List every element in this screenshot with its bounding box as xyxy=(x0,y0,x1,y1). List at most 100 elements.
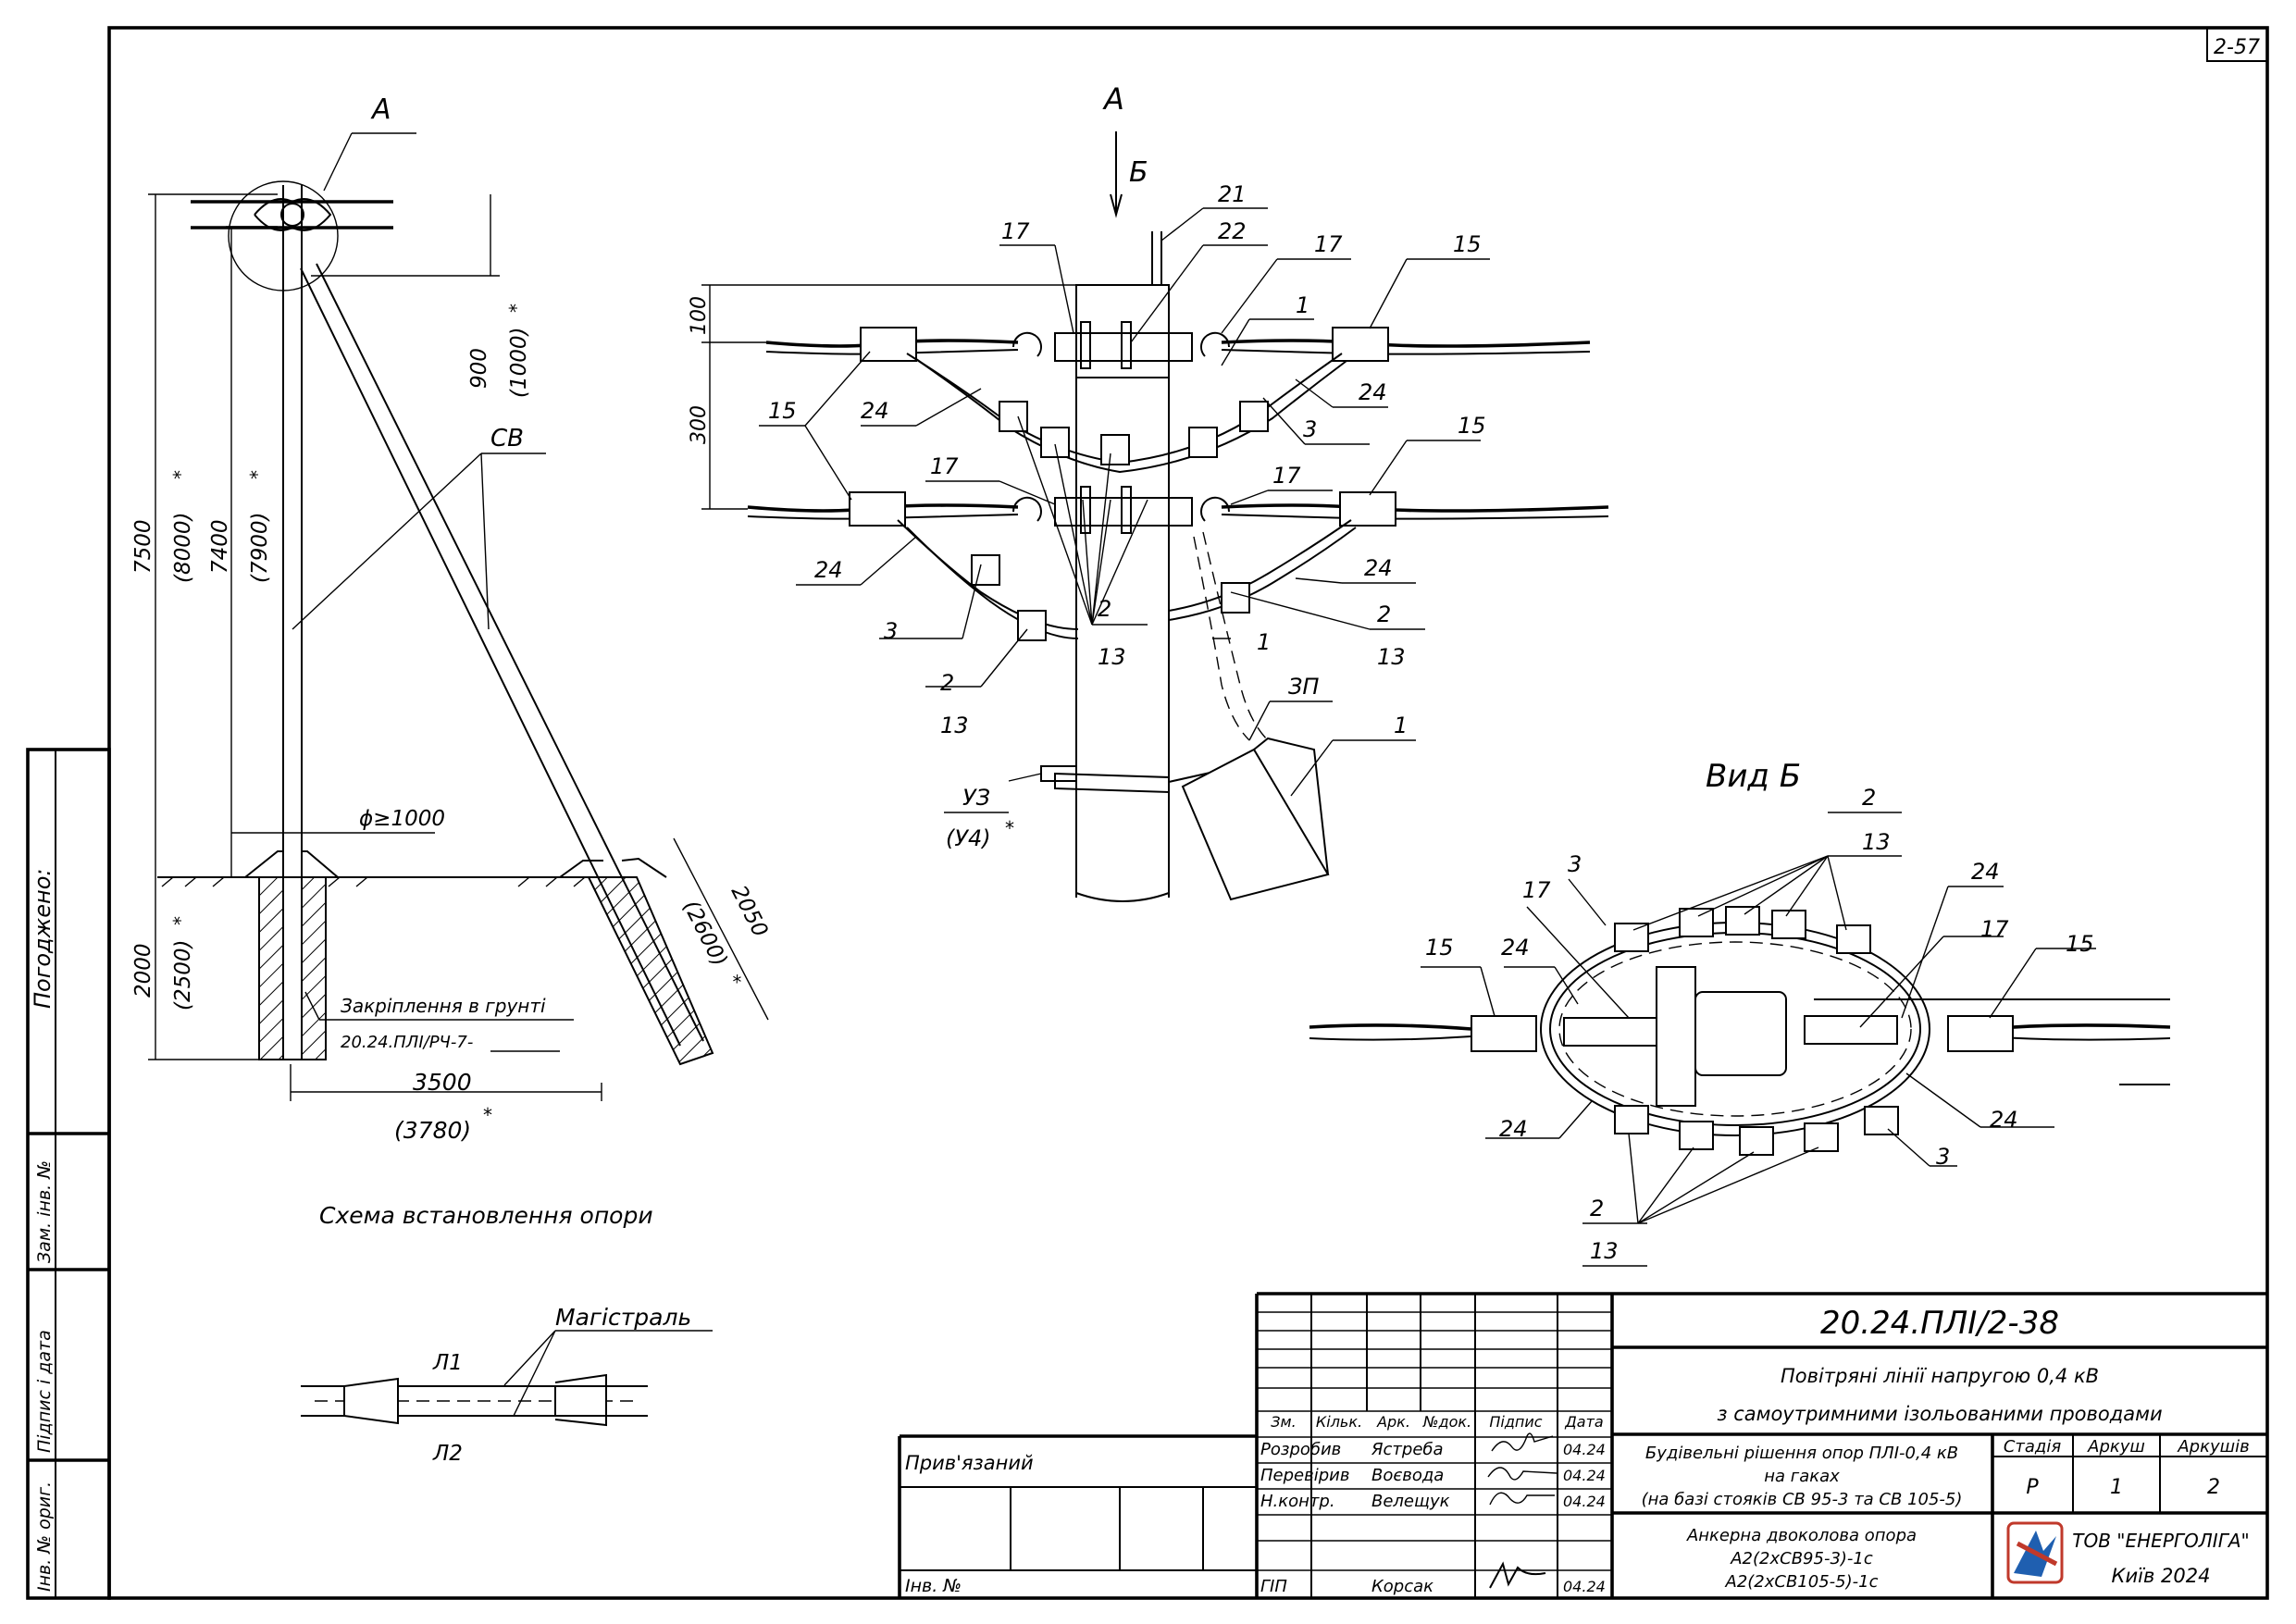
role-checker: Перевірив xyxy=(1260,1466,1349,1485)
sheets-header: Аркушів xyxy=(2177,1437,2249,1457)
signature-3 xyxy=(1489,1492,1555,1506)
vb-label-15-left: 15 xyxy=(1425,935,1454,961)
dim-1000: (1000) xyxy=(507,328,531,398)
plan-sketch: Магістраль Л1 Л2 xyxy=(301,1304,713,1466)
vb-label-17-right: 17 xyxy=(1980,916,2009,942)
label-15-b: 15 xyxy=(768,398,797,424)
sheet-value: 1 xyxy=(2110,1476,2123,1499)
label-1-b: 1 xyxy=(1257,629,1271,655)
label-3-b: 3 xyxy=(884,618,898,644)
label-zp: ЗП xyxy=(1288,674,1319,700)
title-block: Зм. Кільк. Арк. №док. Підпис Дата Розроб… xyxy=(898,1292,2267,1598)
date-normcontrol: 04.24 xyxy=(1563,1493,1606,1510)
vb-label-24-right-bottom: 24 xyxy=(1990,1107,2018,1133)
col-header-doc: №док. xyxy=(1422,1413,1471,1431)
dim-1000-star: * xyxy=(505,304,527,313)
label-2-b: 2 xyxy=(940,670,954,696)
inv-number-label: Інв. № xyxy=(905,1576,962,1596)
dim-2500-star: * xyxy=(169,916,192,925)
label-21: 21 xyxy=(1218,181,1247,207)
col-header-zm: Зм. xyxy=(1271,1413,1296,1431)
dim-2600-star: * xyxy=(723,971,747,989)
vb-label-13-top: 13 xyxy=(1862,829,1891,855)
label-17-a: 17 xyxy=(1001,218,1030,244)
detail-a-title: А xyxy=(1102,81,1124,117)
corner-label: 2-57 xyxy=(2214,36,2260,59)
label-2-c: 2 xyxy=(1377,601,1391,627)
dim-7400: 7400 xyxy=(208,519,232,574)
dim-2050: 2050 xyxy=(726,882,773,941)
dim-2000: 2000 xyxy=(131,943,155,998)
l2-label: Л2 xyxy=(432,1442,463,1466)
date-gip: 04.24 xyxy=(1563,1578,1606,1595)
vb-label-3-bottom: 3 xyxy=(1936,1144,1950,1170)
vb-label-17-left: 17 xyxy=(1522,877,1551,903)
label-24-a: 24 xyxy=(861,398,889,424)
detail-a: А Б xyxy=(688,81,1609,902)
vb-label-13-bottom: 13 xyxy=(1590,1238,1619,1264)
strip-orig-inv: Інв. № ориг. xyxy=(34,1481,55,1592)
left-strip: Погоджено: Зам. інв. № Підпис і дата Інв… xyxy=(26,748,111,1600)
stage-value: Р xyxy=(2026,1476,2039,1499)
col-header-ark: Арк. xyxy=(1376,1413,1410,1431)
privyazanyi-label: Прив'язаний xyxy=(905,1452,1034,1474)
date-checker: 04.24 xyxy=(1563,1467,1606,1484)
col-header-date: Дата xyxy=(1564,1413,1603,1431)
dim-900: 900 xyxy=(467,348,491,389)
name-gip: Корсак xyxy=(1371,1577,1433,1596)
company-city: Київ 2024 xyxy=(2112,1565,2211,1587)
label-13-b: 13 xyxy=(940,713,969,738)
view-b: Вид Б xyxy=(1309,758,2171,1267)
vb-label-15-right: 15 xyxy=(2066,931,2094,957)
vb-label-24-left-top: 24 xyxy=(1501,935,1530,961)
date-developer: 04.24 xyxy=(1563,1441,1606,1458)
dim-2500: (2500) xyxy=(171,940,195,1010)
dim-8000: (8000) xyxy=(171,513,195,583)
dim-7500: 7500 xyxy=(131,519,155,574)
magistral-label: Магістраль xyxy=(555,1304,691,1331)
sheets-value: 2 xyxy=(2207,1476,2220,1499)
stage-header: Стадія xyxy=(2004,1437,2062,1457)
title-line-1: Повітряні лінії напругою 0,4 кВ xyxy=(1781,1365,2099,1387)
doc-code: 20.24.ПЛІ/2-38 xyxy=(1820,1305,2059,1342)
vb-label-24-left-bottom: 24 xyxy=(1499,1116,1528,1142)
block-desc-1: Будівельні рішення опор ПЛІ-0,4 кВ xyxy=(1645,1444,1958,1463)
support-desc-1: Анкерна двоколова опора xyxy=(1686,1526,1917,1545)
name-checker: Воєвода xyxy=(1371,1466,1444,1485)
signature-1 xyxy=(1491,1432,1554,1452)
label-15-a: 15 xyxy=(1453,231,1482,257)
label-24-c: 24 xyxy=(814,557,843,583)
ground-note-1: Закріплення в грунті xyxy=(341,995,546,1017)
support-desc-3: А2(2хСВ105-5)-1с xyxy=(1725,1572,1879,1592)
schema-caption: Схема встановлення опори xyxy=(319,1202,653,1229)
vb-label-2-bottom: 2 xyxy=(1590,1196,1604,1221)
label-uz: УЗ xyxy=(962,785,990,811)
company-name: ТОВ "ЕНЕРГОЛІГА" xyxy=(2072,1530,2249,1552)
support-desc-2: А2(2хСВ95-3)-1с xyxy=(1730,1549,1873,1568)
role-gip: ГІП xyxy=(1260,1577,1287,1596)
strip-replaced-inv: Зам. інв. № xyxy=(34,1160,55,1263)
view-b-title: Вид Б xyxy=(1706,758,1801,795)
strip-agreed: Погоджено: xyxy=(30,869,56,1009)
strip-sign-date: Підпис і дата xyxy=(34,1330,55,1453)
label-15-c: 15 xyxy=(1458,413,1486,439)
label-17-d: 17 xyxy=(1272,463,1301,489)
label-1-a: 1 xyxy=(1296,292,1309,318)
dim-3500: 3500 xyxy=(413,1069,472,1096)
label-24-d: 24 xyxy=(1364,555,1393,581)
role-developer: Розробив xyxy=(1260,1440,1341,1459)
vb-label-2-top: 2 xyxy=(1862,785,1876,811)
vb-label-24-right-top: 24 xyxy=(1971,859,2000,885)
signature-4 xyxy=(1489,1561,1546,1589)
label-22: 22 xyxy=(1218,218,1247,244)
signature-2 xyxy=(1487,1467,1558,1481)
label-13-c: 13 xyxy=(1377,644,1406,670)
col-header-kilk: Кільк. xyxy=(1316,1413,1362,1431)
dim-8000-star: * xyxy=(169,470,192,479)
sheet-header: Аркуш xyxy=(2087,1437,2145,1457)
label-13-a: 13 xyxy=(1098,644,1126,670)
title-line-2: з самоутримними ізольованими проводами xyxy=(1717,1403,2162,1425)
schema-view-a-label: А xyxy=(370,93,391,126)
dim-3780: (3780) xyxy=(394,1117,471,1144)
